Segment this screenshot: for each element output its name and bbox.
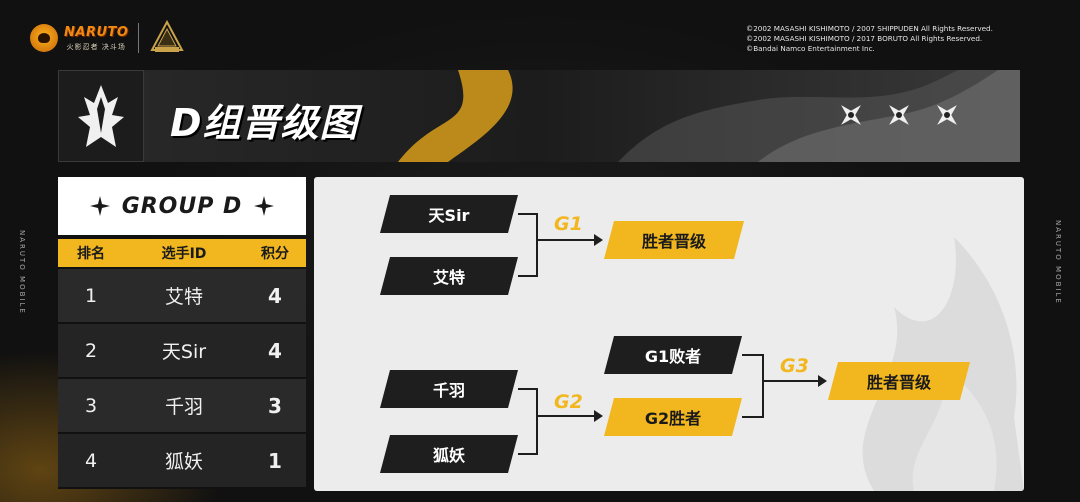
- bracket-line: [536, 388, 538, 455]
- bracket-line: [742, 354, 764, 356]
- g2-top-slot: 千羽: [380, 370, 518, 408]
- points-cell: 4: [268, 283, 282, 308]
- copyright-notice: ©2002 MASASHI KISHIMOTO / 2007 SHIPPUDEN…: [746, 24, 1046, 54]
- page-title: D组晋级图: [170, 101, 359, 145]
- copyright-line: ©2002 MASASHI KISHIMOTO / 2017 BORUTO Al…: [746, 34, 983, 43]
- copyright-line: ©Bandai Namco Entertainment Inc.: [746, 44, 875, 53]
- player-cell: 狐妖: [164, 451, 203, 473]
- bracket-line: [518, 388, 538, 390]
- points-cell: 1: [268, 448, 282, 473]
- g1-bottom-slot: 艾特: [380, 257, 518, 295]
- bracket-line: [742, 416, 764, 418]
- table-body: 1 艾特 4 2 天Sir 4 3 千羽 3 4 狐妖 1: [58, 269, 306, 489]
- bracket-line: [518, 275, 538, 277]
- points-cell: 4: [268, 338, 282, 363]
- column-header-player: 选手ID: [161, 246, 207, 262]
- logo-naruto-text: NARUTO: [64, 24, 129, 40]
- g1-top-slot: 天Sir: [380, 195, 518, 233]
- logo-subtitle: 火影忍者 决斗场: [66, 42, 126, 51]
- group-standings: GROUP D 排名 选手ID 积分 1 艾特 4 2 天Sir 4 3 千羽 …: [58, 177, 306, 491]
- rank-cell: 4: [84, 449, 98, 472]
- g2-bottom-slot: 狐妖: [380, 435, 518, 473]
- group-title: GROUP D: [121, 193, 243, 219]
- column-header-rank: 排名: [77, 246, 105, 262]
- bracket-line: [536, 213, 538, 277]
- bracket-line: [536, 239, 596, 241]
- table-row: 4 狐妖 1: [58, 434, 306, 489]
- hands-emblem-icon: [58, 70, 144, 162]
- logo-divider: [138, 23, 140, 53]
- banner-shuriken-row: [836, 100, 962, 130]
- bracket-line: [762, 380, 820, 382]
- copyright-line: ©2002 MASASHI KISHIMOTO / 2007 SHIPPUDEN…: [746, 24, 993, 33]
- bracket-line: [536, 415, 596, 417]
- player-cell: 艾特: [164, 286, 203, 308]
- group-header: GROUP D: [58, 177, 306, 235]
- sparkle-icon: [254, 196, 275, 216]
- table-row: 3 千羽 3: [58, 379, 306, 434]
- logo-row: NARUTO 火影忍者 决斗场: [30, 18, 185, 58]
- player-cell: 千羽: [164, 396, 203, 418]
- shuriken-icon: [932, 100, 962, 130]
- rank-cell: 3: [84, 394, 98, 417]
- points-cell: 3: [268, 393, 282, 418]
- fox-logo-icon: [30, 24, 58, 52]
- table-row: 1 艾特 4: [58, 269, 306, 324]
- title-banner: D组晋级图: [58, 70, 1020, 162]
- rank-cell: 2: [84, 339, 98, 362]
- shuriken-icon: [836, 100, 866, 130]
- game-logo: NARUTO 火影忍者 决斗场: [64, 25, 128, 52]
- table-row: 2 天Sir 4: [58, 324, 306, 379]
- bracket-panel: 天Sir 艾特 G1 胜者晋级 千羽 狐妖 G2 G1败者 G2胜者 G3 胜者…: [314, 177, 1024, 491]
- tournament-emblem-icon: [149, 19, 185, 56]
- g1-result-slot: 胜者晋级: [604, 221, 744, 259]
- arrow-right-icon: [594, 234, 603, 246]
- arrow-right-icon: [594, 410, 603, 422]
- side-text-left: NARUTO MOBILE: [18, 230, 26, 315]
- shuriken-icon: [884, 100, 914, 130]
- table-header: 排名 选手ID 积分: [58, 239, 306, 267]
- g1-label: G1: [554, 213, 583, 235]
- arrow-right-icon: [818, 375, 827, 387]
- g3-top-slot: G1败者: [604, 336, 742, 374]
- g3-label: G3: [780, 355, 809, 377]
- g3-bottom-slot: G2胜者: [604, 398, 742, 436]
- column-header-points: 积分: [261, 246, 289, 262]
- player-cell: 天Sir: [161, 341, 207, 363]
- banner-background: [58, 70, 1020, 162]
- sparkle-icon: [89, 196, 110, 216]
- side-text-right: NARUTO MOBILE: [1054, 220, 1062, 305]
- g3-result-slot: 胜者晋级: [828, 362, 970, 400]
- rank-cell: 1: [84, 284, 98, 307]
- bracket-line: [762, 354, 764, 418]
- bracket-line: [518, 453, 538, 455]
- g2-label: G2: [554, 391, 583, 413]
- bracket-line: [518, 213, 538, 215]
